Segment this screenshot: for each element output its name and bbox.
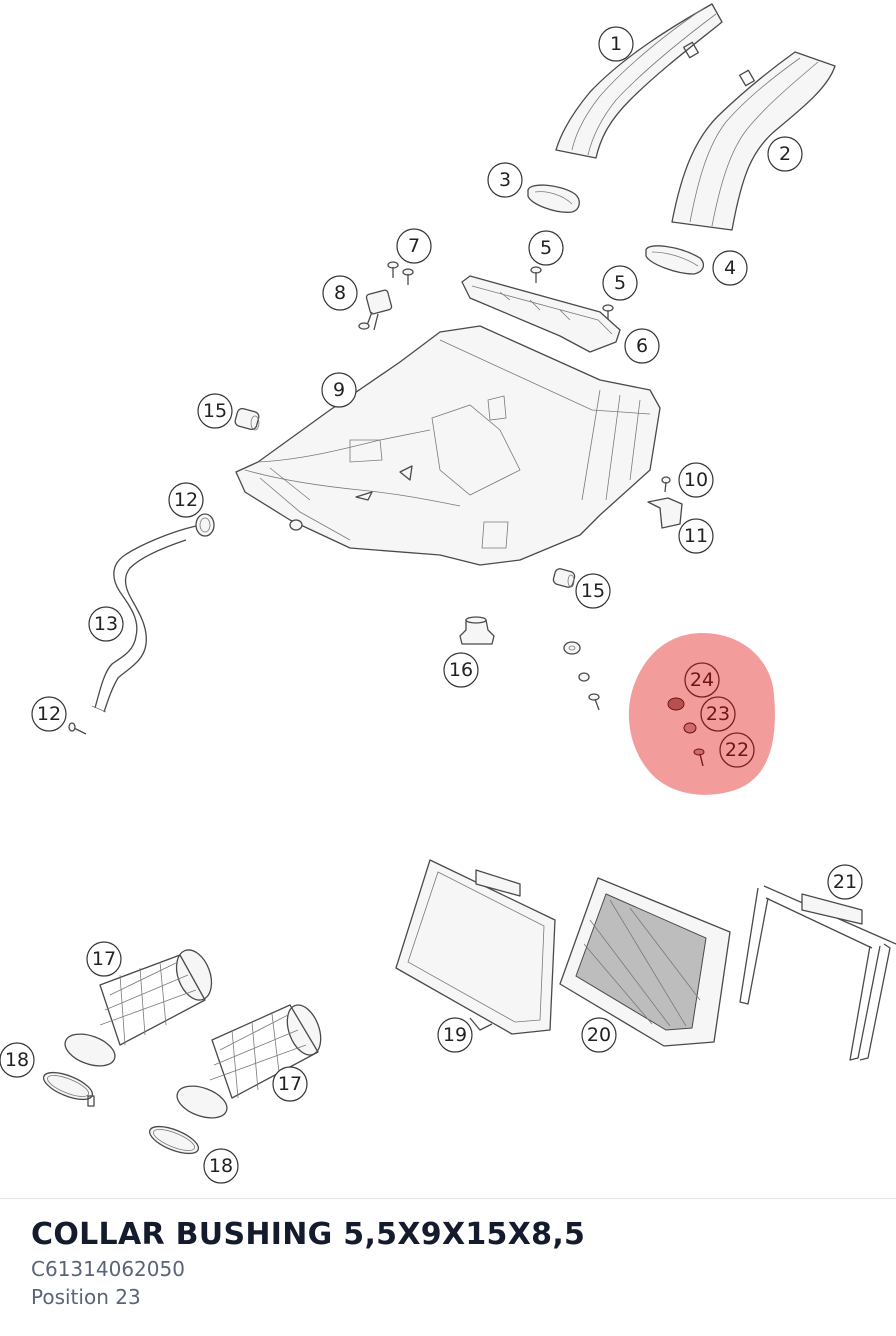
- svg-text:20: 20: [587, 1024, 611, 1046]
- callout-7[interactable]: 7: [396, 228, 432, 264]
- callout-3[interactable]: 3: [487, 162, 523, 198]
- hose-13[interactable]: [91, 525, 197, 713]
- bushing-15b[interactable]: [552, 568, 576, 589]
- clamp-12[interactable]: [195, 513, 215, 537]
- part-number: C61314062050: [31, 1257, 185, 1281]
- svg-text:10: 10: [684, 469, 708, 491]
- airbox-9[interactable]: [235, 325, 661, 566]
- rubber-mount-24[interactable]: [563, 641, 581, 655]
- svg-text:15: 15: [581, 580, 605, 602]
- screw-10[interactable]: [661, 476, 671, 493]
- highlighted-bushing[interactable]: [683, 722, 697, 734]
- bushing-15a[interactable]: [234, 407, 260, 431]
- air-filter-20[interactable]: [559, 877, 731, 1047]
- callout-12b[interactable]: 12: [31, 696, 67, 732]
- svg-text:13: 13: [94, 613, 118, 635]
- callout-8[interactable]: 8: [322, 275, 358, 311]
- svg-text:21: 21: [833, 871, 857, 893]
- svg-text:15: 15: [203, 400, 227, 422]
- intake-duct-1[interactable]: [555, 3, 723, 159]
- svg-text:17: 17: [92, 948, 116, 970]
- exploded-parts-diagram: 1 2 3 4 5 5 6 7 8 9 10 11 12 12 13 15 15…: [0, 3, 896, 1184]
- svg-text:18: 18: [209, 1155, 233, 1177]
- callout-20[interactable]: 20: [581, 1017, 617, 1053]
- svg-text:17: 17: [278, 1073, 302, 1095]
- svg-text:8: 8: [334, 282, 346, 304]
- callout-15b[interactable]: 15: [575, 573, 611, 609]
- callout-11[interactable]: 11: [678, 518, 714, 554]
- callout-1[interactable]: 1: [598, 26, 634, 62]
- callout-18a[interactable]: 18: [0, 1042, 35, 1078]
- callout-12a[interactable]: 12: [168, 482, 204, 518]
- intake-duct-2[interactable]: [671, 51, 836, 231]
- svg-text:7: 7: [408, 235, 420, 257]
- cover-plate-6[interactable]: [461, 275, 621, 353]
- highlighted-rubber-mount[interactable]: [667, 697, 685, 711]
- svg-text:16: 16: [449, 659, 473, 681]
- callout-4[interactable]: 4: [712, 250, 748, 286]
- bolt-22[interactable]: [588, 693, 600, 711]
- svg-text:1: 1: [610, 33, 622, 55]
- bushing-23[interactable]: [578, 672, 590, 682]
- svg-text:2: 2: [779, 143, 791, 165]
- svg-text:6: 6: [636, 335, 648, 357]
- clamp-12-small[interactable]: [68, 722, 87, 735]
- svg-text:22: 22: [725, 739, 749, 761]
- screw-5a[interactable]: [530, 266, 542, 283]
- grommet-16[interactable]: [459, 616, 495, 645]
- highlighted-bolt[interactable]: [693, 748, 705, 767]
- filter-frame-19[interactable]: [395, 859, 556, 1035]
- svg-text:19: 19: [443, 1024, 467, 1046]
- part-position: Position 23: [31, 1285, 141, 1309]
- selected-part-highlight: [628, 632, 775, 795]
- svg-text:12: 12: [174, 489, 198, 511]
- callout-5b[interactable]: 5: [602, 265, 638, 301]
- part-title: COLLAR BUSHING 5,5X9X15X8,5: [31, 1217, 586, 1252]
- intake-boot-17a[interactable]: [61, 945, 218, 1072]
- svg-text:24: 24: [690, 669, 714, 691]
- callout-24[interactable]: 24: [684, 662, 720, 698]
- bracket-11[interactable]: [647, 497, 683, 529]
- callout-2[interactable]: 2: [767, 136, 803, 172]
- callout-17a[interactable]: 17: [86, 941, 122, 977]
- seal-4[interactable]: [645, 245, 705, 275]
- svg-text:23: 23: [706, 703, 730, 725]
- callout-10[interactable]: 10: [678, 462, 714, 498]
- callout-23[interactable]: 23: [700, 696, 736, 732]
- svg-text:5: 5: [540, 237, 552, 259]
- callout-18b[interactable]: 18: [203, 1148, 239, 1184]
- callout-19[interactable]: 19: [437, 1017, 473, 1053]
- svg-text:9: 9: [333, 379, 345, 401]
- filter-bracket-21[interactable]: [739, 885, 896, 1061]
- screw-7[interactable]: [387, 261, 414, 285]
- callout-16[interactable]: 16: [443, 652, 479, 688]
- hose-clamp-18a[interactable]: [40, 1067, 96, 1107]
- svg-text:4: 4: [724, 257, 736, 279]
- callout-9[interactable]: 9: [321, 372, 357, 408]
- callout-5a[interactable]: 5: [528, 230, 564, 266]
- callout-15a[interactable]: 15: [197, 393, 233, 429]
- screw-5b[interactable]: [602, 304, 614, 322]
- svg-text:12: 12: [37, 703, 61, 725]
- intake-boot-17b[interactable]: [173, 1000, 327, 1124]
- svg-text:11: 11: [684, 525, 708, 547]
- svg-text:5: 5: [614, 272, 626, 294]
- seal-3[interactable]: [527, 184, 580, 213]
- svg-text:3: 3: [499, 169, 511, 191]
- callout-13[interactable]: 13: [88, 606, 124, 642]
- callout-6[interactable]: 6: [624, 328, 660, 364]
- svg-text:18: 18: [5, 1049, 29, 1071]
- callout-17b[interactable]: 17: [272, 1066, 308, 1102]
- part-info-panel: COLLAR BUSHING 5,5X9X15X8,5 C61314062050…: [0, 1198, 896, 1336]
- callout-21[interactable]: 21: [827, 864, 863, 900]
- hose-clamp-18b[interactable]: [146, 1121, 202, 1159]
- callout-22[interactable]: 22: [719, 732, 755, 768]
- sensor-8[interactable]: [358, 289, 393, 331]
